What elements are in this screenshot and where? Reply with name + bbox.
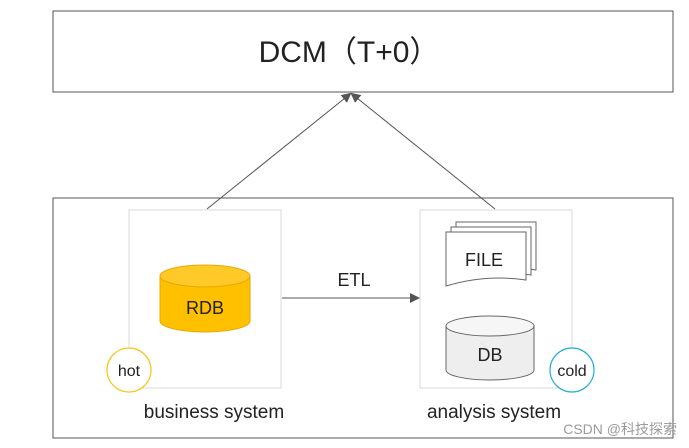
file-label: FILE — [465, 250, 503, 270]
dcm-title: DCM（T+0） — [259, 36, 440, 69]
cold-badge-label: cold — [557, 363, 586, 380]
rdb-label: RDB — [186, 298, 224, 318]
etl-label: ETL — [337, 270, 370, 290]
business-system-panel: RDB hot business system — [106, 209, 284, 423]
analysis-system-panel: FILE DB cold analysis system — [419, 209, 595, 423]
db-database-icon — [445, 315, 535, 381]
business-system-caption: business system — [144, 402, 284, 423]
analysis-system-caption: analysis system — [427, 402, 561, 423]
db-label: DB — [477, 345, 502, 365]
watermark-text: CSDN @科技探索 — [563, 421, 677, 437]
cold-badge: cold — [549, 347, 595, 393]
business-to-dcm-arrow — [206, 92, 352, 210]
rdb-database-icon — [159, 264, 251, 333]
file-stack-icon — [445, 221, 537, 287]
hot-badge: hot — [106, 347, 152, 393]
hot-badge-label: hot — [118, 363, 141, 380]
analysis-to-dcm-arrow — [350, 92, 496, 210]
dcm-box: DCM（T+0） — [52, 10, 674, 93]
